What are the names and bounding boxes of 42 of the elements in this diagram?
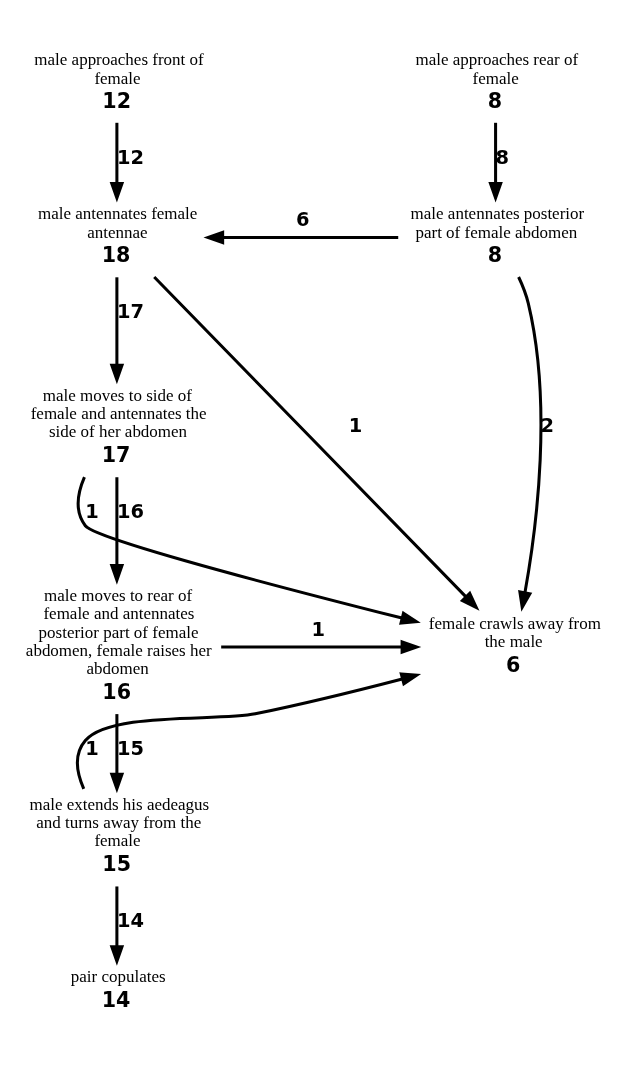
node-text: male antennates female antennae: [37, 203, 198, 242]
node-label: 8: [487, 242, 503, 267]
arrow: [517, 275, 543, 612]
node-label: 14: [101, 987, 131, 1012]
edge-label: 1: [85, 736, 99, 760]
arrow: [76, 476, 421, 625]
arrow: [203, 229, 399, 245]
node-text: male approaches rear of female: [415, 49, 579, 88]
edge-label: 8: [495, 145, 510, 169]
arrow: [153, 275, 480, 611]
edge-label: 1: [311, 617, 325, 641]
node-text: male moves to rear of female and antennates posterior part of female abdomen, female raises her abdomen: [25, 585, 212, 678]
node-text: male antennates posterior part of female abdomen: [410, 203, 585, 242]
node-label: 15: [102, 851, 132, 876]
node-text: male approaches front of female: [34, 49, 204, 88]
arrow: [109, 122, 125, 203]
arrow: [75, 671, 422, 789]
edge-label: 2: [540, 413, 555, 437]
node-label: 18: [101, 242, 131, 267]
arrow: [221, 639, 422, 654]
edge-label: 6: [295, 207, 310, 231]
node-label: 12: [102, 88, 132, 113]
edge-label: 16: [116, 499, 144, 523]
node-text: pair copulates: [70, 966, 166, 986]
arrow: [488, 122, 503, 203]
arrow: [109, 713, 125, 793]
node-text: male moves to side of female and antennates the side of her abdomen: [30, 385, 207, 441]
edge-label: 14: [116, 908, 144, 932]
edge-label: 1: [85, 499, 99, 523]
arrow: [109, 476, 125, 585]
edge-label: 17: [116, 299, 144, 323]
node-label: 8: [487, 88, 503, 113]
edge-label: 1: [348, 413, 363, 437]
node-text: female crawls away from the male: [428, 613, 601, 651]
arrow: [109, 885, 125, 966]
node-label: 16: [102, 679, 132, 704]
arrow: [109, 276, 125, 384]
node-label: 6: [505, 652, 521, 677]
edge-label: 12: [116, 145, 144, 169]
edge-label: 15: [116, 736, 144, 760]
node-text: male extends his aedeagus and turns away from the female: [29, 794, 210, 850]
node-label: 17: [101, 442, 131, 467]
